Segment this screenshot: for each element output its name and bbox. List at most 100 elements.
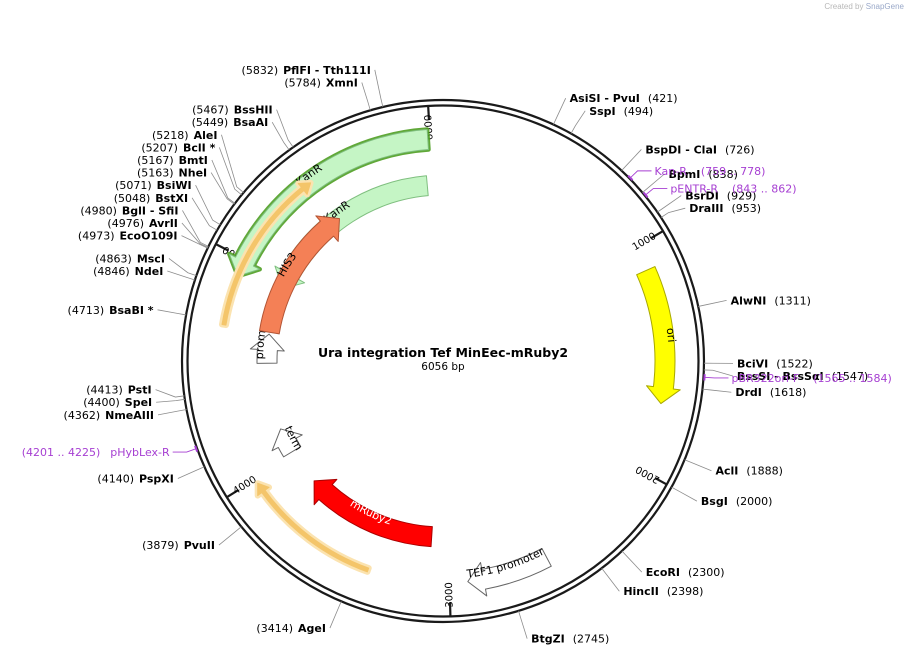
tick-mark <box>650 230 664 239</box>
site-spei: (4400)SpeI <box>83 396 185 409</box>
site-label: (4973)EcoO109I <box>78 230 178 243</box>
tick-label: 4000 <box>231 474 258 497</box>
site-label: AlwNI(1311) <box>731 294 811 307</box>
plasmid-backbone <box>180 98 706 624</box>
site-label: (5163)NheI <box>137 167 207 180</box>
site-label: (4863)MscI <box>95 252 165 265</box>
site-label: BssSI - BssSαI(1547) <box>737 370 868 383</box>
site-label: (4140)PspXI <box>97 472 173 485</box>
site-bsabi: (4713)BsaBI * <box>68 304 187 317</box>
site-alwni: AlwNI(1311) <box>698 294 811 307</box>
site-bspdi-clai: BspDI - ClaI(726) <box>621 143 755 171</box>
site-label: (5784)XmnI <box>284 76 357 89</box>
primer-label: Kan-R(759 .. 778) <box>655 165 766 178</box>
site-bsiwi: (5071)BsiWI <box>115 179 221 226</box>
site-bcivi: BciVI(1522) <box>703 357 813 370</box>
site-pflfi-tth111i: (5832)PflFI - Tth111I <box>242 64 384 108</box>
site-ndei: (4846)NdeI <box>93 265 195 281</box>
site-bsshii: (5467)BssHII <box>192 104 294 148</box>
restriction-sites: AsiSI - PvuI(421)SspI(494) BspDI - ClaI(7… <box>64 64 869 646</box>
site-label: BpmI(838) <box>669 168 738 181</box>
site-label: (4846)NdeI <box>93 265 163 278</box>
site-label: (3414)AgeI <box>256 622 326 635</box>
primer-phyblex-r: (4201 .. 4225)pHybLex-R <box>22 445 199 459</box>
tick-mark <box>226 489 239 499</box>
site-label: DraIII(953) <box>689 202 761 215</box>
site-bcli: (5207)BclI * <box>141 141 242 196</box>
feature-kanr: KanR <box>227 127 431 279</box>
tick-label: 1000 <box>631 231 659 253</box>
site-msci: (4863)MscI <box>95 252 197 277</box>
site-label: (5449)BsaAI <box>192 116 269 129</box>
site-label: DrdI(1618) <box>735 386 806 399</box>
site-psti: (4413)PstI <box>86 384 185 398</box>
site-nhei: (5163)NheI <box>137 167 235 205</box>
site-agei: (3414)AgeI <box>256 601 342 635</box>
site-label: (5207)BclI * <box>141 141 215 154</box>
plasmid-size: 6056 bp <box>421 361 465 373</box>
plasmid-name: Ura integration Tef MinEec-mRuby2 <box>318 345 568 360</box>
site-drdi: DrdI(1618) <box>702 386 806 399</box>
site-bsssi-bsss-i: BssSI - BssSαI(1547) <box>703 369 868 383</box>
site-label: (4362)NmeAIII <box>64 409 155 422</box>
site-label: (4980)BglI - SfiI <box>80 204 178 217</box>
site-bsrdi: BsrDI(929) <box>657 190 756 213</box>
site-label: BtgZI(2745) <box>531 633 609 646</box>
site-avrii: (4976)AvrII <box>107 217 209 248</box>
site-label: (4413)PstI <box>86 384 151 397</box>
tick-label: 3000 <box>444 582 456 608</box>
site-draiii: DraIII(953) <box>660 202 761 218</box>
primer-pbr322ori-f: pBR322ori-F(1565 .. 1584) <box>703 372 892 385</box>
site-label: (5467)BssHII <box>192 104 272 117</box>
site-label: (5048)BstXI <box>114 192 188 205</box>
site-label: EcoRI(2300) <box>646 566 725 579</box>
primer-label: pENTR-R(843 .. 862) <box>670 183 796 196</box>
primer-kan-r: Kan-R(759 .. 778) <box>627 165 766 181</box>
tick-mark <box>427 105 431 120</box>
primer-label: pBR322ori-F(1565 .. 1584) <box>731 372 891 385</box>
site-bgli-sfii: (4980)BglI - SfiI <box>80 204 209 247</box>
site-label: SspI(494) <box>589 105 653 118</box>
tick-mark <box>215 243 229 252</box>
site-label: AsiSI - PvuI(421) <box>570 92 678 105</box>
site-bsaai: (5449)BsaAI <box>192 116 290 151</box>
site-label: AclI(1888) <box>715 465 782 478</box>
feature-mruby2: mRuby2 <box>313 478 433 548</box>
site-bmti: (5167)BmtI <box>137 154 236 204</box>
feature-highlight <box>219 179 314 329</box>
site-label: (4400)SpeI <box>83 396 152 409</box>
site-pvuii: (3879)PvuII <box>142 526 242 552</box>
site-hincii: HincII(2398) <box>601 567 703 598</box>
site-pspxi: (4140)PspXI <box>97 466 205 485</box>
site-alei: (5218)AleI <box>152 129 244 193</box>
site-label: BspDI - ClaI(726) <box>645 143 754 156</box>
site-label: (5071)BsiWI <box>115 179 192 192</box>
primer-label: (4201 .. 4225)pHybLex-R <box>22 446 170 459</box>
site-bsgi: BsgI(2000) <box>671 486 772 508</box>
site-xmni: (5784)XmnI <box>284 76 371 111</box>
primers: Kan-R(759 .. 778) pENTR-R(843 .. 862) pBR3… <box>22 165 892 459</box>
feature-his3: HIS3 <box>258 215 340 335</box>
site-ecoo109i: (4973)EcoO109I <box>78 230 208 249</box>
site-asisi-pvui: AsiSI - PvuI(421) <box>553 92 678 125</box>
tick-mark <box>654 476 668 486</box>
site-label: BsgI(2000) <box>701 495 772 508</box>
primer-pentr-r: pENTR-R(843 .. 862) <box>642 183 797 198</box>
site-bpmi: BpmI(838) <box>642 168 738 193</box>
site-label: (5167)BmtI <box>137 154 208 167</box>
site-acli: AclI(1888) <box>684 459 783 478</box>
site-label: (5218)AleI <box>152 129 217 142</box>
site-label: (5832)PflFI - Tth111I <box>242 64 371 77</box>
site-sspi: SspI(494) <box>570 105 653 134</box>
credit-brand: SnapGene <box>865 2 904 11</box>
tick-label: 2000 <box>634 463 662 485</box>
site-label: (4976)AvrII <box>107 217 177 230</box>
site-label: BciVI(1522) <box>737 357 813 370</box>
site-bstxi: (5048)BstXI <box>114 192 218 231</box>
site-label: (3879)PvuII <box>142 539 215 552</box>
feature-highlight <box>254 480 372 575</box>
site-ecori: EcoRI(2300) <box>621 550 725 579</box>
site-label: (4713)BsaBI * <box>68 304 154 317</box>
site-nmeaiii: (4362)NmeAIII <box>64 409 187 422</box>
